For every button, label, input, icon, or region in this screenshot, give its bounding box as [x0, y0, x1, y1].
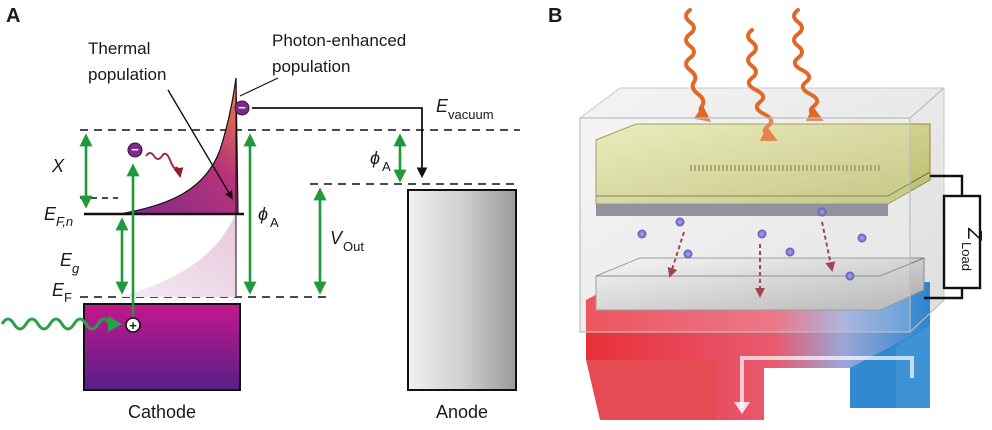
cold-side-front: [850, 326, 930, 408]
enclosure-edge-bottom: [909, 299, 945, 333]
zload-label-group: Z Load: [959, 227, 985, 271]
thermal-label-line1: Thermal: [88, 39, 150, 58]
panel-a: A Cathode Anode + −: [0, 5, 520, 422]
panel-b-letter: B: [548, 5, 562, 27]
vout-symbol: V: [330, 228, 344, 248]
electron-dot-7: [857, 233, 867, 243]
electron-dot-1: [675, 217, 685, 227]
photon-pointer-line: [239, 77, 279, 97]
thermalization-squiggle: [145, 152, 184, 178]
phi-a-anode-symbol: ϕ: [370, 148, 380, 168]
electron-dot-3: [683, 249, 693, 259]
enclosure-edge-top: [909, 87, 945, 119]
anode-plate: [595, 257, 925, 311]
vout-subscript: Out: [343, 239, 364, 254]
zload-symbol: Z: [963, 227, 985, 241]
heat-exchanger-base: [586, 282, 930, 420]
phi-a-anode-subscript: A: [382, 159, 391, 174]
panel-a-letter: A: [6, 5, 20, 27]
x-label: X: [51, 156, 65, 176]
phi-a-cathode-symbol: ϕ: [258, 204, 268, 224]
thermal-pointer-line: [167, 89, 233, 200]
hot-side-front: [586, 360, 716, 420]
electron-thermalizing: [127, 142, 143, 158]
photon-label-line2: population: [272, 57, 350, 76]
photon-enhanced-population-shape: [119, 77, 239, 215]
anode-plate-edge: [596, 257, 925, 277]
cathode-plate-edge: [596, 171, 931, 197]
photon-arrowhead: [108, 316, 122, 332]
e-vacuum-symbol: E: [436, 96, 449, 116]
load-wire-top: [930, 174, 964, 196]
coolant-flow-arrow: [740, 356, 914, 408]
anode-block: [407, 189, 517, 391]
eg-subscript: g: [72, 261, 80, 276]
efn-subscript: F,n: [56, 214, 73, 229]
emission-path-arrow: [252, 107, 428, 179]
electron-symbol-2: −: [238, 100, 246, 115]
electron-dot-5: [785, 247, 795, 257]
sunlight-ray-3: [792, 8, 824, 121]
sunlight-ray-2: [746, 28, 778, 141]
coolant-flow-arrowhead: [734, 402, 750, 414]
load-wire-bottom: [924, 288, 964, 300]
electron-flow-arrow-1: [667, 231, 685, 278]
hole-symbol: +: [129, 318, 137, 333]
cathode-label: Cathode: [128, 402, 196, 422]
anode-label: Anode: [436, 402, 488, 422]
incoming-photon-wave: [0, 317, 112, 331]
ef-subscript: F: [64, 290, 72, 305]
electron-flow-arrow-3: [821, 221, 836, 272]
electron-dot-4: [757, 229, 767, 239]
photon-label-line1: Photon-enhanced: [272, 31, 406, 50]
eg-symbol: E: [60, 250, 73, 270]
cathode-plate-underside: [596, 204, 888, 216]
vacuum-enclosure-front: [579, 117, 911, 333]
efn-symbol: E: [44, 204, 57, 224]
panel-b: B: [548, 5, 985, 420]
electron-dot-6: [817, 207, 827, 217]
lower-population-shape: [120, 214, 236, 297]
zload-subscript: Load: [959, 242, 974, 271]
phi-a-cathode-subscript: A: [270, 215, 279, 230]
sunlight-ray-1: [684, 8, 712, 122]
electron-dot-2: [637, 229, 647, 239]
electron-dot-8: [845, 271, 855, 281]
thermal-label-line2: population: [88, 65, 166, 84]
cathode-block: [83, 303, 241, 391]
e-vacuum-subscript: vacuum: [448, 107, 494, 122]
electron-symbol-1: −: [131, 142, 139, 157]
hole-particle: [125, 317, 141, 333]
electron-emitted: [234, 100, 250, 116]
load-resistor: [942, 194, 982, 290]
ef-symbol: E: [52, 280, 65, 300]
